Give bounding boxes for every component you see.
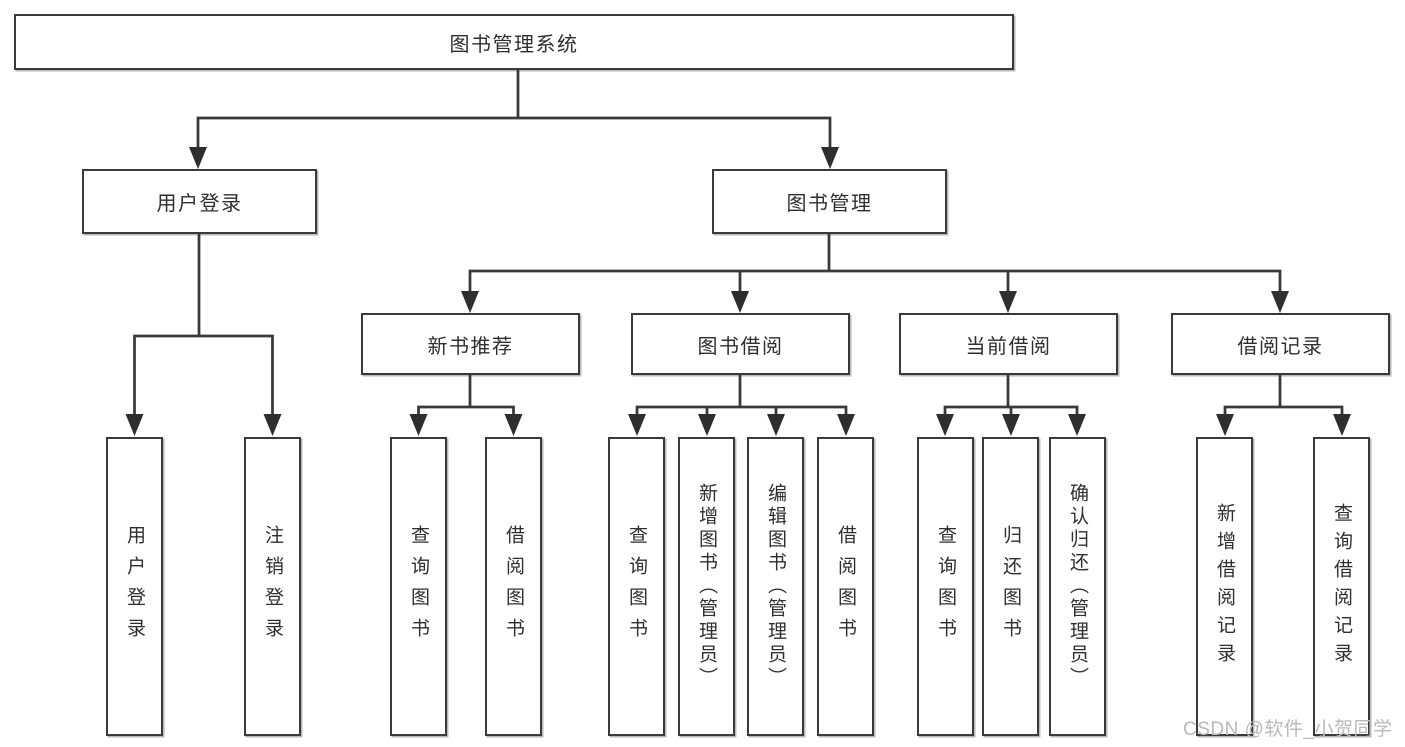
node-library-management-system: 图书管理系统 xyxy=(14,14,1014,70)
arrowhead-icon xyxy=(263,414,282,436)
node-book-borrow: 图书借阅 xyxy=(631,313,850,375)
arrowhead-icon xyxy=(504,414,523,436)
leaf-recommend-query-book: 查询图书 xyxy=(390,437,447,736)
leaf-borrow-query-book: 查询图书 xyxy=(608,437,665,736)
watermark: CSDN @软件_小贺同学 xyxy=(1183,719,1393,740)
arrowhead-icon xyxy=(936,414,954,436)
leaf-label: 借阅图书 xyxy=(835,524,856,649)
leaf-label: 新增借阅记录 xyxy=(1214,502,1235,671)
arrowhead-icon xyxy=(189,147,207,169)
node-label: 用户登录 xyxy=(156,193,243,215)
connector-path xyxy=(133,70,1344,414)
leaf-user-login: 用户登录 xyxy=(106,437,163,736)
arrowhead-icon xyxy=(1216,414,1234,436)
arrowhead-icon xyxy=(628,414,646,436)
leaf-current-confirm-return-admin: 确认归还（管理员） xyxy=(1049,437,1106,736)
arrowhead-icon xyxy=(461,291,479,313)
arrowhead-icon xyxy=(999,291,1017,313)
arrowhead-icon xyxy=(767,414,785,436)
node-label: 借阅记录 xyxy=(1237,335,1324,358)
leaf-label: 用户登录 xyxy=(124,524,145,649)
arrowhead-icon xyxy=(409,414,428,436)
leaf-current-query-book: 查询图书 xyxy=(917,437,974,736)
arrowhead-icon xyxy=(1333,414,1351,436)
leaf-label: 新增图书（管理员） xyxy=(696,483,717,690)
node-new-book-recommend: 新书推荐 xyxy=(361,313,580,375)
arrowhead-icon xyxy=(837,414,855,436)
node-label: 图书借阅 xyxy=(697,335,784,358)
leaf-label: 编辑图书（管理员） xyxy=(765,483,786,690)
node-user-login: 用户登录 xyxy=(82,169,317,234)
leaf-label: 确认归还（管理员） xyxy=(1067,483,1088,690)
arrowhead-icon xyxy=(125,414,144,436)
arrowhead-icon xyxy=(698,414,716,436)
leaf-borrow-edit-book-admin: 编辑图书（管理员） xyxy=(747,437,804,736)
leaf-label: 查询图书 xyxy=(935,524,956,649)
leaf-logout-login: 注销登录 xyxy=(244,437,301,736)
node-label: 新书推荐 xyxy=(427,335,514,358)
leaf-label: 归还图书 xyxy=(1000,524,1021,649)
leaf-borrow-add-book-admin: 新增图书（管理员） xyxy=(678,437,735,736)
arrowhead-icon xyxy=(731,291,749,313)
arrowhead-icon xyxy=(1068,414,1086,436)
node-borrow-records: 借阅记录 xyxy=(1171,313,1390,375)
leaf-label: 查询图书 xyxy=(408,524,429,649)
leaf-records-query-borrow-record: 查询借阅记录 xyxy=(1313,437,1370,736)
node-label: 图书管理系统 xyxy=(449,33,579,56)
node-current-borrow: 当前借阅 xyxy=(899,313,1118,375)
arrowheads xyxy=(125,147,1351,436)
leaf-label: 查询图书 xyxy=(626,524,647,649)
leaf-label: 查询借阅记录 xyxy=(1331,502,1352,671)
leaf-recommend-borrow-book: 借阅图书 xyxy=(485,437,542,736)
arrowhead-icon xyxy=(1002,414,1020,436)
node-book-management: 图书管理 xyxy=(712,169,947,234)
arrowhead-icon xyxy=(821,147,839,169)
node-label: 图书管理 xyxy=(786,193,873,215)
arrowhead-icon xyxy=(1271,291,1289,313)
leaf-label: 注销登录 xyxy=(262,524,283,649)
leaf-label: 借阅图书 xyxy=(503,524,524,649)
leaf-records-add-borrow-record: 新增借阅记录 xyxy=(1196,437,1253,736)
leaf-borrow-borrow-book: 借阅图书 xyxy=(817,437,874,736)
node-label: 当前借阅 xyxy=(965,335,1052,358)
leaf-current-return-book: 归还图书 xyxy=(982,437,1039,736)
